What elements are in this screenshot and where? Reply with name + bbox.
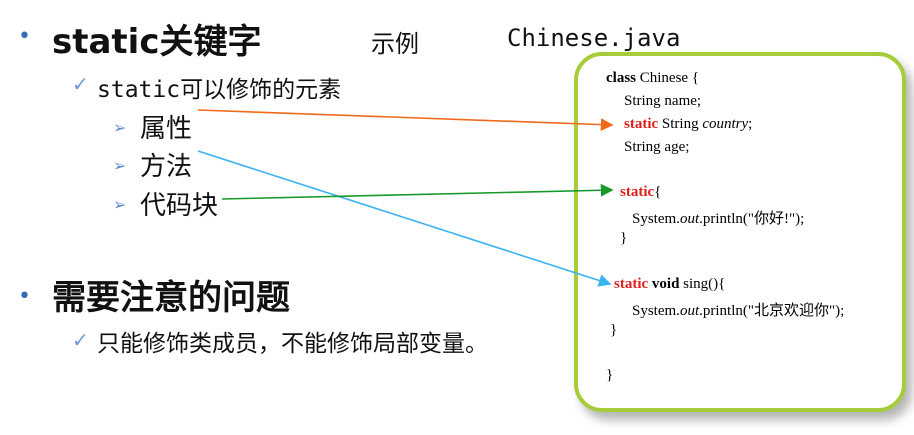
code-line: class Chinese { (606, 70, 700, 86)
code-line: static void sing(){ (614, 276, 726, 292)
arrow-bullet-icon: ➢ (113, 156, 127, 175)
item-code-block: 代码块 (140, 191, 219, 221)
bullet: • (18, 24, 31, 49)
arrow-code-block (221, 183, 614, 200)
bullet: • (18, 284, 31, 309)
item-method: 方法 (140, 152, 193, 182)
code-card (574, 52, 906, 412)
item-property: 属性 (140, 114, 193, 144)
arrow-bullet-icon: ➢ (113, 195, 127, 214)
code-line: static{ (620, 184, 662, 200)
filename: Chinese.java (507, 24, 681, 52)
arrow-bullet-icon: ➢ (113, 118, 127, 137)
check-icon: ✓ (72, 72, 89, 96)
heading-static-keyword: static关键字 (52, 22, 262, 62)
note-text: 只能修饰类成员，不能修饰局部变量。 (97, 331, 488, 357)
code-line: } (606, 367, 614, 383)
code-line: String age; (624, 139, 690, 155)
example-label: 示例 (371, 30, 419, 58)
check-icon: ✓ (72, 328, 89, 352)
code-line: } (610, 322, 618, 338)
subtitle-modifiable-elements: static可以修饰的元素 (97, 77, 342, 103)
code-line: System.out.println("北京欢迎你"); (632, 303, 845, 319)
code-line: } (620, 230, 628, 246)
arrow-method (197, 150, 612, 287)
code-line: static String country; (624, 116, 753, 132)
arrow-property (197, 109, 614, 131)
heading-notes: 需要注意的问题 (52, 278, 290, 318)
code-line: System.out.println("你好!"); (632, 211, 805, 227)
code-line: String name; (624, 93, 702, 109)
